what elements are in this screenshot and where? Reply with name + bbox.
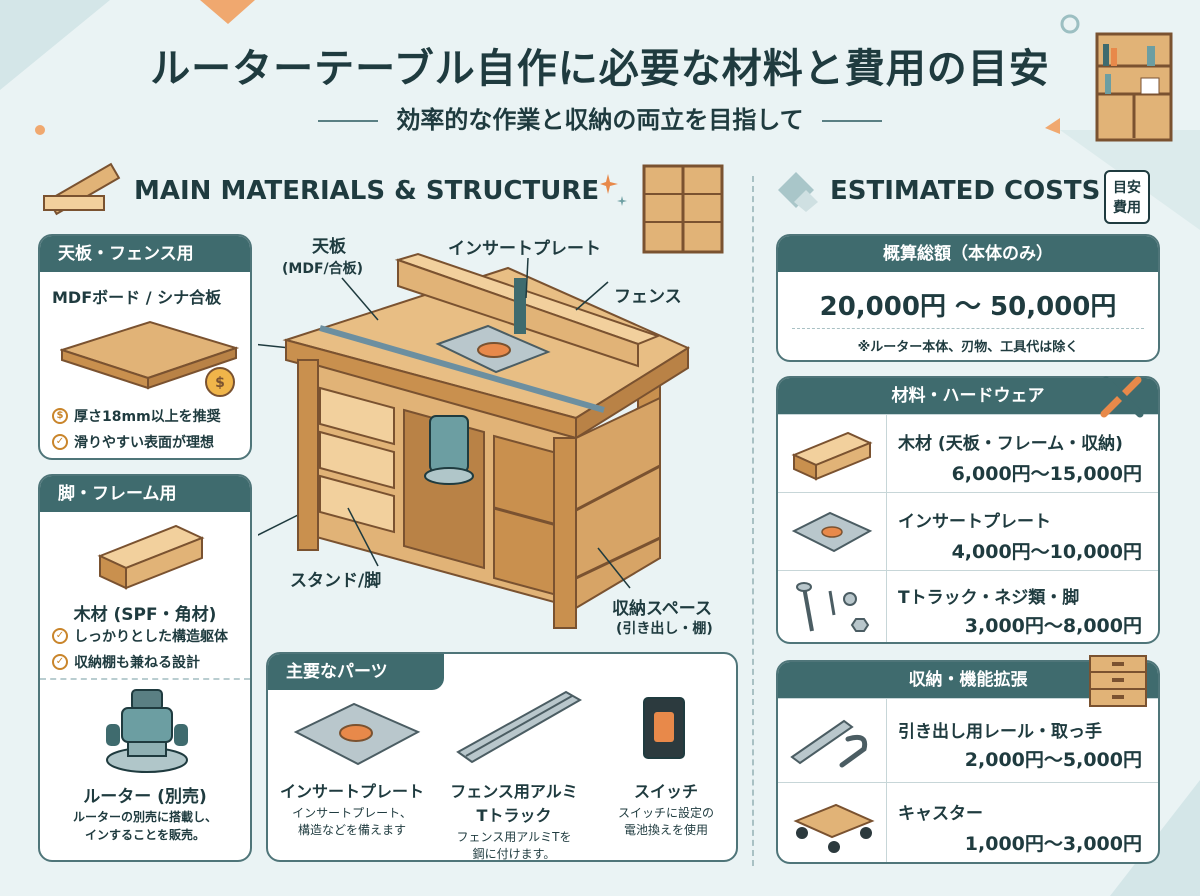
router-table-illustration <box>258 252 691 629</box>
sparkle-icon <box>600 174 627 206</box>
router-desc-2: インすることを販売。 <box>84 828 205 842</box>
materials-section-heading: MAIN MATERIALS & STRUCTURE <box>134 176 600 206</box>
top-board-card: 天板・フェンス用 MDFボード / シナ合板 $ $厚さ18mm以上を推奨 ✓滑… <box>38 234 252 460</box>
part-insert-plate: インサートプレート インサートプレート、 構造などを備えます <box>279 782 424 837</box>
lumber-image <box>97 524 205 590</box>
cabinet-icon <box>642 164 724 254</box>
parts-card-header: 主要なパーツ <box>268 654 444 690</box>
hardware-cost-card: 材料・ハードウェア 木材 (天板・フレーム・収納) 6,000円～15,000円… <box>776 376 1160 644</box>
cost-row-insert-plate: インサートプレート 4,000円～10,000円 <box>778 492 1158 570</box>
part-switch: スイッチ スイッチに設定の 電池換えを使用 <box>617 782 714 837</box>
part-t-track: フェンス用アルミ Tトラック フェンス用アルミTを 鋼に付けます。 <box>450 782 578 861</box>
page-title: ルーターテーブル自作に必要な材料と費用の目安 <box>150 46 1050 92</box>
drawer-rail-image <box>790 719 868 768</box>
bookshelf-icon <box>1095 32 1173 142</box>
total-cost-range: 20,000円 ～ 50,000円 <box>819 292 1117 322</box>
check-icon: ✓ <box>52 654 68 670</box>
frame-material: 木材 (SPF・角材) <box>73 605 217 625</box>
screws-icon <box>796 582 870 632</box>
wood-block-image <box>791 431 873 481</box>
frame-point-1: ✓しっかりとした構造躯体 <box>52 626 228 646</box>
router-desc-1: ルーターの別売に搭載し、 <box>72 810 217 824</box>
top-board-card-header: 天板・フェンス用 <box>40 236 250 272</box>
wrench-icon <box>1100 376 1144 418</box>
callout-storage-sub: (引き出し・棚) <box>616 621 713 637</box>
router-image <box>106 689 188 773</box>
top-board-material: MDFボード / シナ合板 <box>52 288 222 307</box>
caster-dolly-image <box>793 803 875 853</box>
callout-stand: スタンド/脚 <box>290 571 382 591</box>
top-board-point-2: ✓滑りやすい表面が理想 <box>52 432 221 452</box>
cost-row-caster: キャスター 1,000円～3,000円 <box>778 782 1158 862</box>
cost-row-t-track: Tトラック・ネジ類・脚 3,000円～8,000円 <box>778 570 1158 642</box>
frame-card-header: 脚・フレーム用 <box>40 476 250 512</box>
insert-plate-small-image <box>791 511 873 553</box>
total-cost-card: 概算総額（本体のみ） 20,000円 ～ 50,000円 ※ルーター本体、刃物、… <box>776 234 1160 362</box>
check-icon: ✓ <box>52 434 68 450</box>
ruler-icon <box>43 162 121 216</box>
coins-icon: $ <box>205 367 235 397</box>
frame-point-2: ✓収納棚も兼ねる設計 <box>52 652 228 672</box>
mdf-board-image <box>60 320 240 390</box>
total-cost-header: 概算総額（本体のみ） <box>778 236 1158 272</box>
cost-row-wood: 木材 (天板・フレーム・収納) 6,000円～15,000円 <box>778 414 1158 492</box>
drawer-cabinet-icon <box>1089 655 1147 707</box>
dollar-icon: $ <box>52 408 68 424</box>
svg-text:$: $ <box>215 375 225 391</box>
section-divider <box>752 176 754 866</box>
estimate-badge: 目安費用 <box>1104 170 1150 224</box>
diamond-icon <box>778 172 818 212</box>
hardware-cost-header: 材料・ハードウェア <box>778 378 1158 414</box>
check-icon: ✓ <box>52 628 68 644</box>
total-cost-note: ※ルーター本体、刃物、工具代は除く <box>857 340 1079 355</box>
insert-plate-image <box>293 702 421 766</box>
top-board-point-1: $厚さ18mm以上を推奨 <box>52 406 221 426</box>
cost-row-drawer-rail: 引き出し用レール・取っ手 2,000円～5,000円 <box>778 698 1158 782</box>
page-subtitle: 効率的な作業と収納の両立を目指して <box>0 100 1200 135</box>
callout-insert-plate: インサートプレート <box>448 239 601 259</box>
router-name: ルーター (別売) <box>83 787 207 807</box>
callout-top-board: 天板 <box>312 237 346 257</box>
switch-image <box>643 697 685 759</box>
callout-top-board-sub: (MDF/合板) <box>282 261 364 277</box>
costs-section-heading: ESTIMATED COSTS <box>830 176 1101 206</box>
t-track-image <box>456 690 583 764</box>
callout-fence: フェンス <box>614 287 682 307</box>
callout-storage: 収納スペース <box>612 599 712 619</box>
frame-card: 脚・フレーム用 木材 (SPF・角材) ✓しっかりとした構造躯体 ✓収納棚も兼ね… <box>38 474 252 862</box>
